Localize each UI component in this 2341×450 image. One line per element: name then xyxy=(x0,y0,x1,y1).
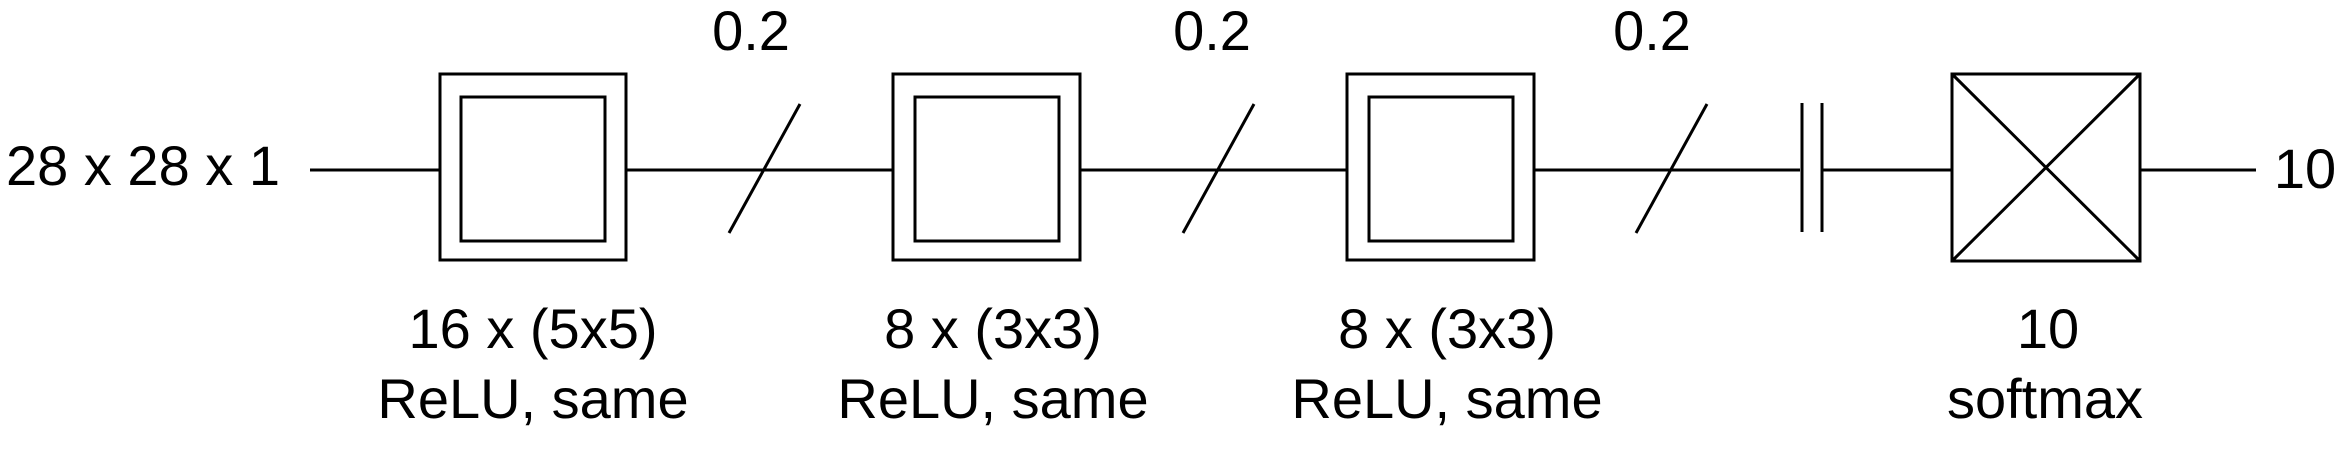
conv-layer-2-filters: 8 x (3x3) xyxy=(884,297,1102,360)
dense-layer-icon xyxy=(1950,72,2142,263)
conv-layer-1: 16 x (5x5) ReLU, same xyxy=(377,72,689,430)
conv-layer-3-activation: ReLU, same xyxy=(1291,367,1602,430)
dropout-3-rate: 0.2 xyxy=(1613,0,1691,62)
dropout-2-rate: 0.2 xyxy=(1173,0,1251,62)
conv-layer-1-filters: 16 x (5x5) xyxy=(409,297,658,360)
conv-layer-3-filters: 8 x (3x3) xyxy=(1338,297,1556,360)
dense-layer: 10 softmax xyxy=(1947,72,2143,430)
dense-layer-cross-b xyxy=(1950,72,2142,263)
conv-layer-icon-inner xyxy=(459,95,607,243)
dropout-2: 0.2 xyxy=(1173,0,1256,234)
output-shape-label: 10 xyxy=(2274,137,2336,200)
conv-layer-1-activation: ReLU, same xyxy=(377,367,688,430)
conv-layer-2: 8 x (3x3) ReLU, same xyxy=(837,72,1149,430)
conv-layer-icon-inner xyxy=(913,95,1061,243)
dropout-slash-icon xyxy=(1634,103,1709,234)
dense-layer-activation: softmax xyxy=(1947,367,2143,430)
flatten-icon xyxy=(1800,103,1824,232)
input-shape-label: 28 x 28 x 1 xyxy=(6,134,280,197)
conv-layer-3: 8 x (3x3) ReLU, same xyxy=(1291,72,1603,430)
dropout-3: 0.2 xyxy=(1613,0,1709,234)
conv-layer-icon-outer xyxy=(438,72,628,262)
dropout-slash-icon xyxy=(727,103,802,234)
dropout-slash-icon xyxy=(1181,103,1256,234)
dropout-1: 0.2 xyxy=(712,0,802,234)
conv-layer-icon-outer xyxy=(1345,72,1536,262)
dropout-1-rate: 0.2 xyxy=(712,0,790,62)
dense-layer-units: 10 xyxy=(2017,297,2079,360)
conv-layer-icon-inner xyxy=(1367,95,1515,243)
conv-layer-icon-outer xyxy=(891,72,1082,262)
conv-layer-2-activation: ReLU, same xyxy=(837,367,1148,430)
